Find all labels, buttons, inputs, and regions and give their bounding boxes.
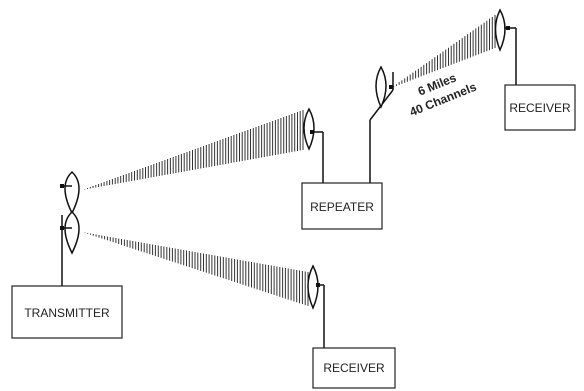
repeater-box <box>301 182 383 230</box>
receiver-top-label: RECEIVER <box>509 101 571 115</box>
beam-transmitter-to-receiver <box>84 232 309 306</box>
receiver-bottom-node: RECEIVER <box>307 264 396 389</box>
receiver-bottom-dish-icon <box>307 264 324 310</box>
receiver-top-dish-icon <box>494 8 516 52</box>
receiver-top-node: RECEIVER <box>494 8 576 131</box>
repeater-node: REPEATER <box>301 65 394 230</box>
transmitter-dish-lower-icon <box>60 210 80 255</box>
receiver-top-box <box>504 84 576 131</box>
receiver-bottom-box <box>312 347 396 389</box>
transmitter-label: TRANSMITTER <box>24 306 110 320</box>
transmitter-dish-upper-icon <box>60 170 80 215</box>
receiver-bottom-label: RECEIVER <box>323 361 385 375</box>
repeater-label: REPEATER <box>310 200 374 214</box>
transmitter-box <box>11 285 123 339</box>
transmitter-node: TRANSMITTER <box>11 170 123 339</box>
repeater-dish-right-icon <box>375 65 393 109</box>
beam-transmitter-to-repeater <box>84 110 304 190</box>
repeater-dish-left-icon <box>303 107 315 151</box>
